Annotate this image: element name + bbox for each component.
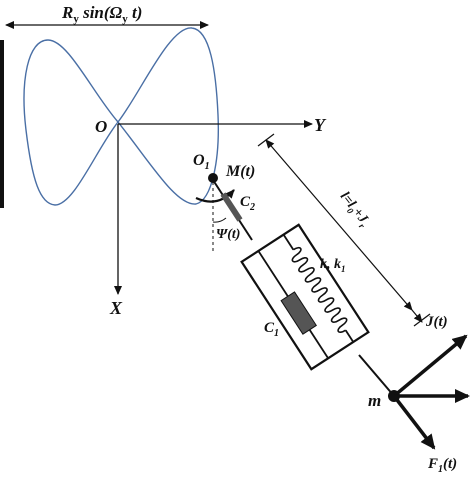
- origin-label: O: [95, 117, 107, 136]
- span-label: Ry sin(Ωy t): [61, 3, 142, 25]
- angle-label: Ψ(t): [216, 227, 240, 242]
- spring-damper-assembly: [240, 223, 370, 371]
- length-label: l=l0+Jr: [335, 189, 373, 230]
- pivot-point: [208, 173, 218, 183]
- length-dimension-line: [265, 139, 413, 311]
- mass-label: m: [368, 391, 381, 410]
- moment-arc: [195, 189, 235, 203]
- length-ext-top: [257, 133, 275, 147]
- damper-c1-label: C1: [264, 320, 279, 339]
- damper-top-rod: [257, 250, 289, 297]
- x-axis-label: X: [109, 298, 123, 318]
- extension-dimension-line: [411, 309, 423, 323]
- force-arrow-down: [392, 394, 436, 450]
- figure-eight-trajectory: [23, 27, 219, 206]
- moment-label: M(t): [225, 163, 255, 180]
- extension-ext-bottom: [413, 313, 431, 327]
- force-label: F1(t): [427, 456, 457, 474]
- spring-bottom-lead: [344, 329, 355, 343]
- extension-label: J(t): [425, 314, 448, 330]
- y-axis-label: Y: [314, 115, 327, 135]
- angle-arc: [212, 217, 227, 223]
- spring-label: k, k1: [320, 257, 346, 274]
- damper-c2-label: C2: [240, 194, 255, 213]
- damper-c2-segment: [220, 192, 243, 222]
- housing-frame: [240, 223, 370, 371]
- pivot-label: O1: [193, 152, 210, 172]
- rod-lower: [358, 354, 395, 397]
- damper-bottom-rod: [308, 329, 329, 359]
- damper-c1-body: [280, 291, 317, 335]
- force-arrow-diagonal: [392, 334, 468, 398]
- spring-top-lead: [282, 234, 295, 251]
